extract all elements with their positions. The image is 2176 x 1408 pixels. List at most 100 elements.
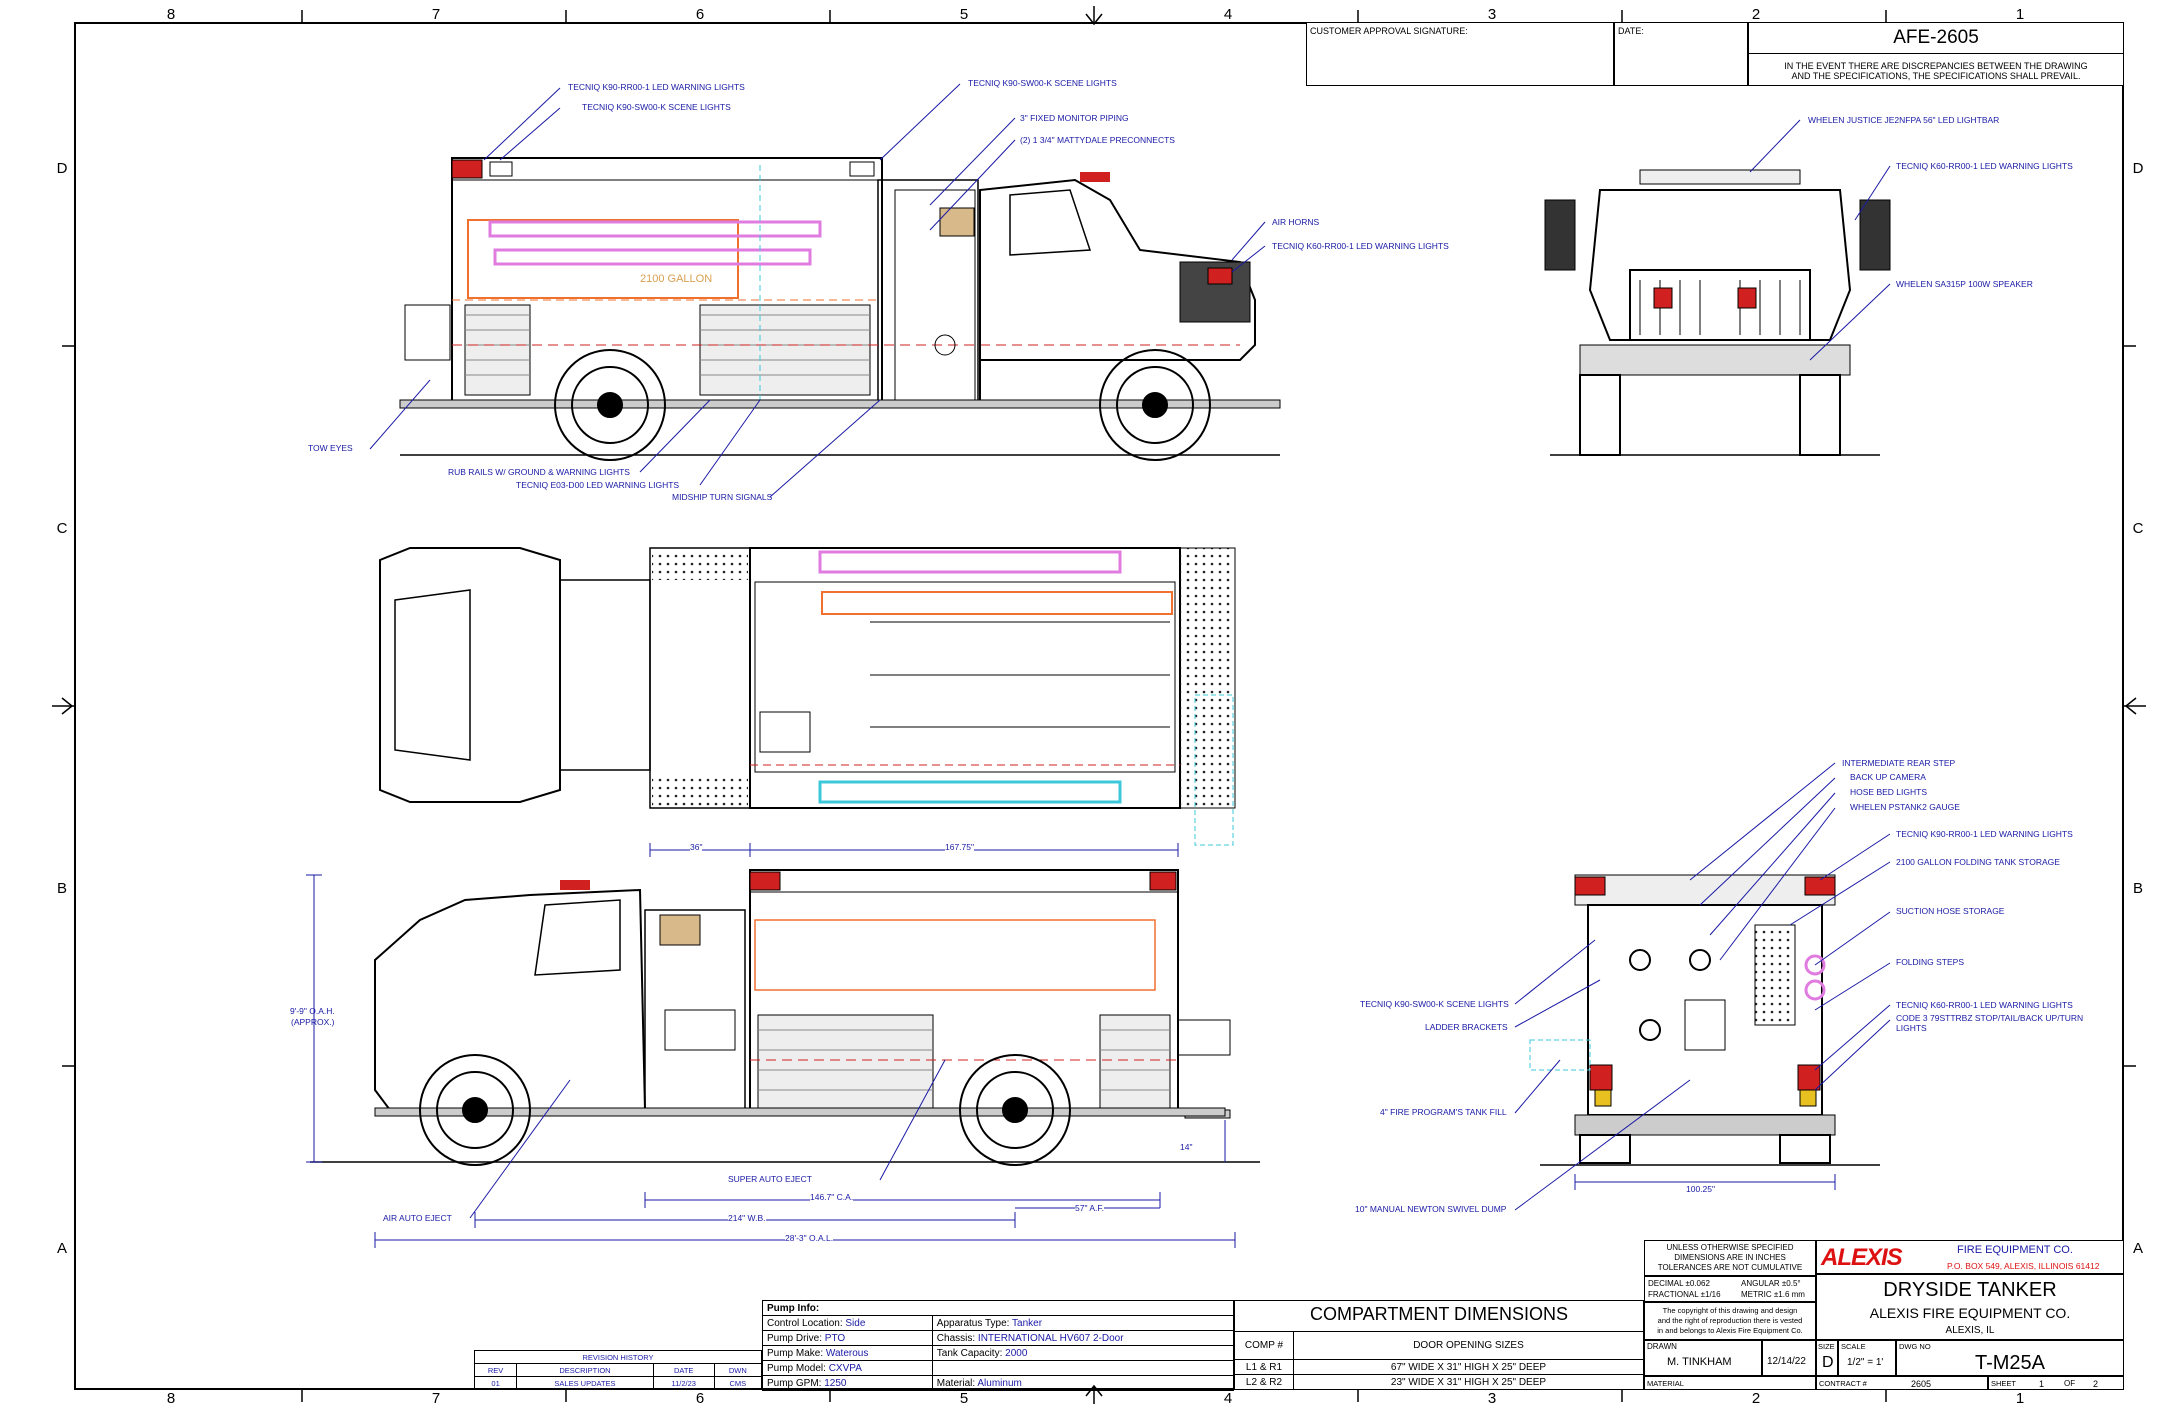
sheet-of: OF bbox=[2064, 1379, 2076, 1388]
apparatus-type: Tanker bbox=[1012, 1317, 1043, 1329]
company-city: ALEXIS, IL bbox=[1945, 1325, 1995, 1336]
size-label: SIZE bbox=[1818, 1342, 1835, 1351]
scale-box: SCALE 1/2" = 1' bbox=[1838, 1340, 1896, 1376]
copyright-1: The copyright of this drawing and design bbox=[1662, 1306, 1798, 1315]
customer-signature-box[interactable]: CUSTOMER APPROVAL SIGNATURE: bbox=[1306, 22, 1614, 86]
zone-col: 4 bbox=[1223, 1390, 1233, 1407]
date-label: DATE: bbox=[1618, 26, 1644, 36]
callout-midship: MIDSHIP TURN SIGNALS bbox=[672, 492, 773, 502]
front-view bbox=[1544, 119, 1891, 456]
plan-view bbox=[379, 547, 1236, 846]
rev-header: DATE bbox=[652, 1363, 715, 1377]
callout-front-k60: TECNIQ K60-RR00-1 LED WARNING LIGHTS bbox=[1896, 161, 2073, 171]
metric-tol: METRIC ±1.6 mm bbox=[1741, 1290, 1805, 1299]
callout-led-rr00: TECNIQ K90-RR00-1 LED WARNING LIGHTS bbox=[568, 82, 745, 92]
rear-view bbox=[1514, 762, 1891, 1211]
apparatus-type-label: Apparatus Type: bbox=[936, 1317, 1010, 1329]
callout-tank-fill: 4" FIRE PROGRAM'S TANK FILL bbox=[1380, 1107, 1507, 1117]
sheet-total: 2 bbox=[2093, 1379, 2099, 1389]
drawn-date-box: 12/14/22 bbox=[1762, 1340, 1816, 1376]
callout-gauge: WHELEN PSTANK2 GAUGE bbox=[1850, 802, 1960, 812]
revision-history-table: REVISION HISTORY REV DESCRIPTION DATE DW… bbox=[473, 1350, 763, 1390]
tolerance-note-3: TOLERANCES ARE NOT CUMULATIVE bbox=[1657, 1263, 1803, 1272]
tolerance-note-1: UNLESS OTHERWISE SPECIFIED bbox=[1666, 1243, 1794, 1252]
size-value: D bbox=[1822, 1354, 1834, 1371]
contract-label: CONTRACT # bbox=[1819, 1379, 1867, 1388]
customer-signature-label: CUSTOMER APPROVAL SIGNATURE: bbox=[1310, 26, 1468, 36]
comp-id: L2 & R2 bbox=[1234, 1374, 1294, 1390]
sheet-no: 1 bbox=[2039, 1379, 2045, 1389]
pump-drive-label: Pump Drive: bbox=[767, 1332, 823, 1344]
zone-row: C bbox=[56, 520, 68, 537]
callout-rear-k60: TECNIQ K60-RR00-1 LED WARNING LIGHTS bbox=[1896, 1000, 2073, 1010]
tank-capacity: 2000 bbox=[1005, 1347, 1028, 1359]
side-elevation-top: 2100 GALLON bbox=[369, 83, 1281, 498]
material-label: MATERIAL bbox=[1647, 1379, 1684, 1388]
afe-box: AFE-2605 IN THE EVENT THERE ARE DISCREPA… bbox=[1748, 22, 2124, 86]
pump-make-label: Pump Make: bbox=[767, 1347, 824, 1359]
company-name: ALEXIS FIRE EQUIPMENT CO. bbox=[1869, 1305, 2071, 1321]
zone-col: 6 bbox=[695, 1390, 705, 1407]
zone-col: 5 bbox=[959, 1390, 969, 1407]
angular-tol: ANGULAR ±0.5° bbox=[1741, 1279, 1801, 1288]
drawn-label: DRAWN bbox=[1647, 1342, 1677, 1351]
date-box[interactable]: DATE: bbox=[1614, 22, 1748, 86]
zone-col: 8 bbox=[166, 1390, 176, 1407]
material: Aluminum bbox=[977, 1377, 1022, 1389]
material-box: MATERIAL bbox=[1644, 1376, 1816, 1390]
callout-rear-scene: TECNIQ K90-SW00-K SCENE LIGHTS bbox=[1360, 999, 1509, 1009]
comp-size: 67" WIDE X 31" HIGH X 25" DEEP bbox=[1293, 1359, 1644, 1375]
dim-oah: 9'-9" O.A.H. bbox=[290, 1006, 335, 1016]
pump-info-title: Pump Info: bbox=[762, 1300, 1234, 1316]
address-line: P.O. BOX 549, ALEXIS, ILLINOIS 61412 bbox=[1947, 1261, 2100, 1271]
pump-drive: PTO bbox=[824, 1332, 846, 1344]
discrepancy-note-2: AND THE SPECIFICATIONS, THE SPECIFICATIO… bbox=[1791, 71, 2081, 81]
comp-size: 23" WIDE X 31" HIGH X 25" DEEP bbox=[1293, 1374, 1644, 1390]
callout-code3-2: LIGHTS bbox=[1896, 1023, 1927, 1033]
zone-col: 2 bbox=[1751, 1390, 1761, 1407]
copyright-3: in and belongs to Alexis Fire Equipment … bbox=[1657, 1326, 1803, 1335]
zone-col: 1 bbox=[2015, 6, 2025, 23]
zone-row: A bbox=[2132, 1240, 2143, 1257]
callout-ladder: LADDER BRACKETS bbox=[1425, 1022, 1508, 1032]
scale-label: SCALE bbox=[1841, 1342, 1866, 1351]
dim-rear-width: 100.25" bbox=[1686, 1184, 1716, 1194]
company-header: ALEXIS FIRE EQUIPMENT CO. P.O. BOX 549, … bbox=[1816, 1240, 2124, 1274]
zone-col: 4 bbox=[1223, 6, 1233, 23]
callout-scene-sw00-top: TECNIQ K90-SW00-K SCENE LIGHTS bbox=[968, 78, 1117, 88]
zone-row: A bbox=[56, 1240, 67, 1257]
col-comp: COMP # bbox=[1234, 1331, 1294, 1360]
drawing-title-box: DRYSIDE TANKER ALEXIS FIRE EQUIPMENT CO.… bbox=[1816, 1274, 2124, 1340]
zone-col: 1 bbox=[2015, 1390, 2025, 1407]
label-super-auto-eject: SUPER AUTO EJECT bbox=[728, 1174, 812, 1184]
callout-code3-1: CODE 3 79STTRBZ STOP/TAIL/BACK UP/TURN bbox=[1896, 1013, 2084, 1023]
comp-id: L1 & R1 bbox=[1234, 1359, 1294, 1375]
dim-36: 36" bbox=[690, 842, 703, 852]
dim-oal: 28'-3" O.A.L. bbox=[785, 1233, 834, 1243]
callout-speaker: WHELEN SA315P 100W SPEAKER bbox=[1896, 279, 2033, 289]
dwg-no-box: DWG NO T-M25A bbox=[1896, 1340, 2124, 1376]
scale-value: 1/2" = 1' bbox=[1847, 1357, 1884, 1368]
table-row: L2 & R2 23" WIDE X 31" HIGH X 25" DEEP bbox=[1234, 1374, 1644, 1390]
zone-col: 8 bbox=[166, 6, 176, 23]
dim-wb: 214" W.B. bbox=[728, 1213, 766, 1223]
zone-row: B bbox=[2132, 880, 2143, 897]
dim-ca: 146.7" C.A. bbox=[810, 1192, 854, 1202]
callout-scene-sw00-left: TECNIQ K90-SW00-K SCENE LIGHTS bbox=[582, 102, 731, 112]
rev-header: DESCRIPTION bbox=[516, 1363, 654, 1377]
zone-row: C bbox=[2132, 520, 2144, 537]
callout-k60-led: TECNIQ K60-RR00-1 LED WARNING LIGHTS bbox=[1272, 241, 1449, 251]
drawn-box: DRAWN M. TINKHAM bbox=[1644, 1340, 1762, 1376]
callout-lightbar: WHELEN JUSTICE JE2NFPA 56" LED LIGHTBAR bbox=[1808, 115, 2000, 125]
compartment-title: COMPARTMENT DIMENSIONS bbox=[1309, 1304, 1569, 1324]
side-elevation-bottom bbox=[310, 869, 1260, 1166]
drawn-by: M. TINKHAM bbox=[1667, 1356, 1732, 1368]
callout-tow-eyes: TOW EYES bbox=[308, 443, 353, 453]
revision-history-title: REVISION HISTORY bbox=[474, 1350, 762, 1364]
zone-col: 5 bbox=[959, 6, 969, 23]
discrepancy-note-1: IN THE EVENT THERE ARE DISCREPANCIES BET… bbox=[1784, 61, 2088, 71]
chassis: INTERNATIONAL HV607 2-Door bbox=[977, 1332, 1124, 1344]
pump-model-label: Pump Model: bbox=[767, 1362, 826, 1374]
material-label-pump: Material: bbox=[936, 1377, 976, 1389]
copyright-box: The copyright of this drawing and design… bbox=[1644, 1302, 1816, 1340]
